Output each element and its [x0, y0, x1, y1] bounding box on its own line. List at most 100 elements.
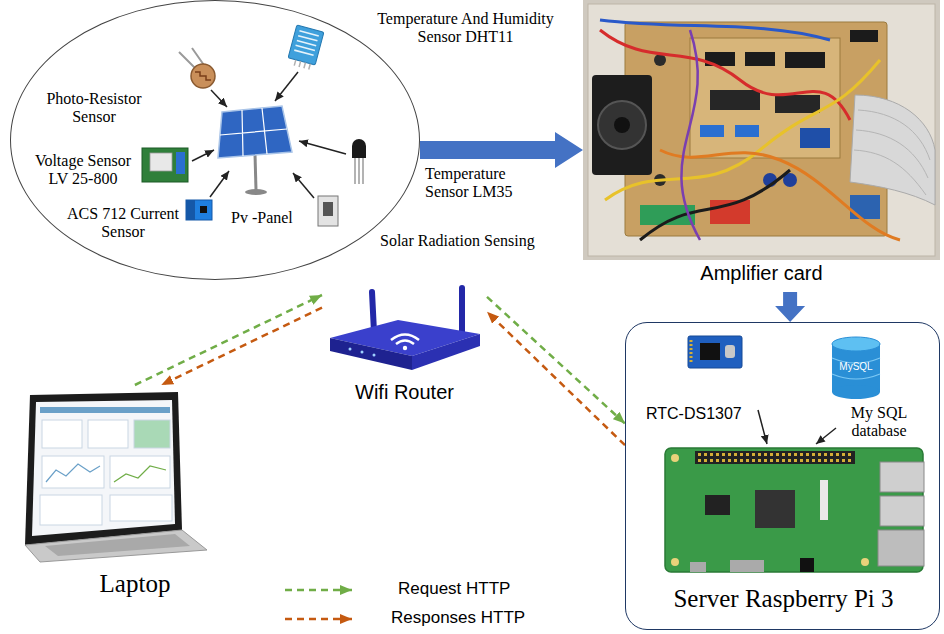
- amplifier-photo-part: [583, 0, 940, 260]
- amplifier-photo-part: [850, 95, 935, 205]
- sensor-label: Photo-Resistor Sensor: [40, 90, 148, 127]
- rtc-module: RTC-DS1307: [641, 333, 766, 428]
- amplifier-photo-part: [800, 128, 830, 148]
- pv-panel-icon-part: [255, 154, 256, 190]
- pv-panel-icon-part: [220, 108, 287, 156]
- amplifier-photo: [583, 0, 940, 260]
- router-icon-part: [373, 354, 376, 357]
- amplifier-photo-part: [850, 30, 878, 42]
- raspberry-pi-board-part: [665, 448, 923, 572]
- router-icon-part: [403, 346, 407, 350]
- wifi-router: Wifi Router: [322, 278, 487, 413]
- server-box: Server Raspberry Pi 3 RTC-DS1307 My SQL da…: [625, 322, 940, 630]
- laptop-icon-part: [134, 420, 170, 448]
- rtc-module-icon-part: [700, 343, 720, 360]
- router-icon-part: [330, 320, 480, 356]
- raspberry-pi-board-part: [880, 462, 924, 492]
- voltage-sensor-icon-part: [176, 152, 185, 174]
- router-icon-part: [361, 351, 364, 354]
- legend-sample: [285, 590, 352, 619]
- amplifier-photo-part: [640, 170, 790, 240]
- laptop-icon-part: [88, 420, 128, 448]
- sensor-label: MySQL: [834, 361, 878, 373]
- lm35-icon: [299, 139, 366, 184]
- amplifier-photo-part: [763, 173, 777, 187]
- sensor-label: Temperature And Humidity Sensor DHT11: [368, 10, 563, 47]
- laptop-icon-part: [110, 456, 170, 488]
- raspberry-pi-board-part: [698, 459, 852, 462]
- rtc-module-icon-part: [725, 345, 735, 358]
- photoresistor-icon: [179, 48, 227, 107]
- photoresistor-icon-part: [211, 90, 227, 107]
- amplifier-photo-part: [605, 60, 880, 200]
- router-icon-part: [330, 338, 412, 370]
- raspberry-pi-board-part: [705, 495, 730, 515]
- rtc-module-icon-part: [688, 336, 742, 368]
- laptop-icon-part: [40, 407, 170, 413]
- leader-arrow: [758, 410, 836, 444]
- amplifier-photo-part: [735, 125, 759, 137]
- rtc-module-icon-part: [690, 340, 693, 364]
- database-icon-part: [832, 337, 880, 351]
- sensor-label: Voltage Sensor LV 25-800: [28, 152, 138, 189]
- amplifier-photo-part: [614, 117, 630, 133]
- http-arrow: [135, 295, 322, 385]
- acs712-icon-part: [186, 200, 195, 220]
- database-icon-part: [832, 385, 880, 399]
- http-arrow: [487, 297, 625, 424]
- raspberry-pi-board-part: [861, 558, 869, 566]
- legend-label: Responses HTTP: [391, 608, 561, 628]
- amplifier-photo-part: [625, 22, 887, 236]
- mysql-database: My SQL database: [821, 334, 926, 446]
- rtc-module-icon: [688, 336, 742, 368]
- database-icon: [832, 337, 880, 399]
- router-icon-part: [349, 348, 352, 351]
- laptop-icon-part: [32, 400, 175, 536]
- voltage-sensor-icon-part: [192, 150, 214, 161]
- database-icon-part: [832, 358, 880, 379]
- amplifier-photo-part: [588, 4, 935, 256]
- raspberry-pi-board-part: [878, 530, 924, 566]
- amplifier-photo-part: [700, 125, 724, 137]
- router-icon-part: [396, 341, 414, 345]
- laptop-icon-part: [42, 420, 82, 448]
- leader-arrow-part: [758, 410, 767, 444]
- radiation-sensor-icon: [293, 173, 338, 226]
- laptop-icon-part: [110, 495, 172, 521]
- amplifier-photo-part: [783, 173, 797, 187]
- acs712-icon: [186, 171, 229, 220]
- laptop: Laptop: [15, 385, 210, 610]
- router-icon-part: [412, 334, 480, 370]
- node-label: Amplifier card: [583, 262, 940, 285]
- photoresistor-icon-part: [191, 64, 215, 88]
- photoresistor-icon-part: [195, 72, 211, 80]
- laptop-icon-part: [40, 495, 102, 525]
- amplifier-card: Amplifier card: [583, 0, 940, 292]
- laptop-icon-part: [45, 534, 190, 556]
- lm35-icon-part: [299, 141, 346, 154]
- dht11-icon-part-part: [294, 60, 310, 70]
- router-icon-part: [372, 292, 374, 332]
- raspberry-pi-board-part: [820, 480, 828, 520]
- radiation-sensor-icon-part: [293, 173, 314, 198]
- node-label: RTC-DS1307: [646, 405, 761, 423]
- node-label: Wifi Router: [322, 381, 487, 404]
- voltage-sensor-icon: [142, 148, 214, 182]
- laptop-icon-part: [114, 466, 166, 482]
- node-label: Laptop: [85, 570, 185, 599]
- photoresistor-icon-part: [179, 48, 206, 70]
- node-label: Server Raspberry Pi 3: [626, 585, 941, 614]
- node-label: My SQL database: [841, 404, 917, 441]
- raspberry-pi-board-part: [671, 454, 679, 462]
- amplifier-photo-part: [710, 200, 750, 224]
- laptop-icon-part: [42, 456, 104, 488]
- amplifier-photo-part: [745, 52, 775, 66]
- router-icon-part: [391, 335, 419, 341]
- dht11-icon-part: [287, 25, 324, 71]
- raspberry-pi-board-part: [695, 451, 855, 464]
- raspberry-pi-board-part: [698, 453, 852, 456]
- router-icon: [330, 288, 480, 370]
- acs712-icon-part: [186, 200, 212, 220]
- acs712-icon-part: [200, 206, 207, 213]
